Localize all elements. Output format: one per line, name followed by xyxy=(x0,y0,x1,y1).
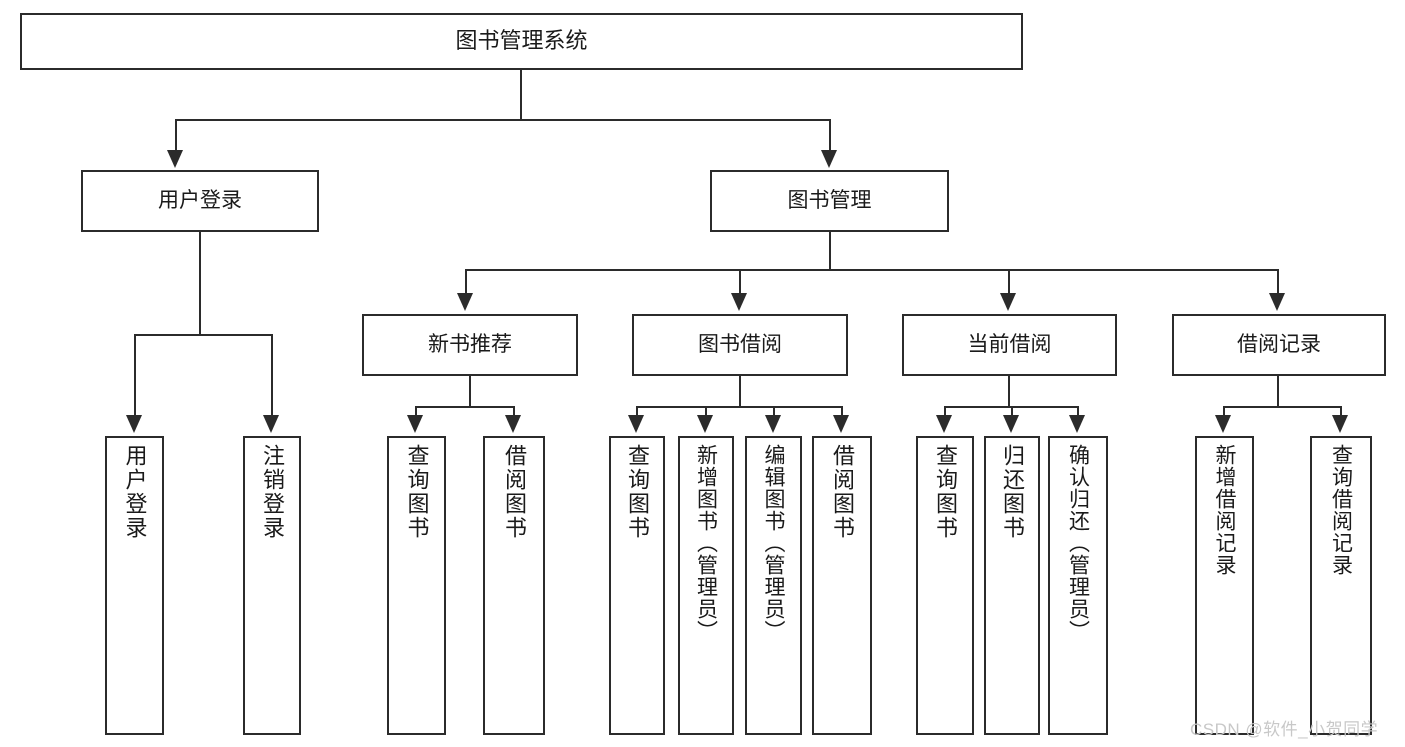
leaf-book-borrow-edit[interactable]: 编辑图书（管理员） xyxy=(745,436,802,735)
connector-user-login-stem xyxy=(199,232,201,335)
connector-drop-leaf-borrow-record-1 xyxy=(1340,406,1342,420)
node-label: 注销登录 xyxy=(260,444,285,540)
connector-drop-leaf-user-login-0 xyxy=(134,334,136,419)
node-book-management[interactable]: 图书管理 xyxy=(710,170,949,232)
leaf-user-login-logout[interactable]: 注销登录 xyxy=(243,436,301,735)
connector-drop-book-borrow xyxy=(739,269,741,297)
connector-drop-leaf-current-borrow-2 xyxy=(1077,406,1079,420)
watermark-text: CSDN @软件_小贺同学 xyxy=(1190,720,1379,739)
arrow-leaf-book-borrow-2 xyxy=(765,415,781,433)
arrow-leaf-book-borrow-3 xyxy=(833,415,849,433)
arrow-leaf-borrow-record-0 xyxy=(1215,415,1231,433)
node-current-borrow[interactable]: 当前借阅 xyxy=(902,314,1117,376)
node-label: 查询图书 xyxy=(625,444,650,540)
connector-new-book-bus xyxy=(415,406,514,408)
connector-current-borrow-stem xyxy=(1008,376,1010,408)
leaf-borrow-record-add[interactable]: 新增借阅记录 xyxy=(1195,436,1254,735)
connector-drop-leaf-borrow-record-0 xyxy=(1223,406,1225,420)
connector-drop-user-login xyxy=(175,119,177,154)
arrow-leaf-user-login-0 xyxy=(126,415,142,433)
node-label: 图书管理系统 xyxy=(455,28,588,54)
leaf-current-borrow-confirm-return[interactable]: 确认归还（管理员） xyxy=(1048,436,1108,735)
arrow-user-login xyxy=(167,150,183,168)
node-borrow-record[interactable]: 借阅记录 xyxy=(1172,314,1386,376)
leaf-user-login-login[interactable]: 用户登录 xyxy=(105,436,164,735)
connector-level3-bus xyxy=(465,269,1278,271)
connector-book-borrow-stem xyxy=(739,376,741,408)
node-label: 图书借阅 xyxy=(698,333,782,357)
node-label: 新增借阅记录 xyxy=(1213,444,1236,576)
arrow-leaf-new-book-1 xyxy=(505,415,521,433)
connector-drop-leaf-book-borrow-2 xyxy=(773,406,775,420)
leaf-current-borrow-query[interactable]: 查询图书 xyxy=(916,436,974,735)
leaf-borrow-record-query[interactable]: 查询借阅记录 xyxy=(1310,436,1372,735)
connector-drop-leaf-book-borrow-3 xyxy=(841,406,843,420)
node-label: 查询图书 xyxy=(404,444,430,540)
arrow-leaf-current-borrow-2 xyxy=(1069,415,1085,433)
connector-drop-new-book xyxy=(465,269,467,297)
node-user-login[interactable]: 用户登录 xyxy=(81,170,319,232)
arrow-new-book xyxy=(457,293,473,311)
node-label: 当前借阅 xyxy=(967,333,1052,357)
node-book-borrow[interactable]: 图书借阅 xyxy=(632,314,848,376)
connector-level2-bus xyxy=(175,119,831,121)
connector-drop-borrow-record xyxy=(1277,269,1279,297)
leaf-new-book-query[interactable]: 查询图书 xyxy=(387,436,446,735)
node-label: 借阅图书 xyxy=(830,444,855,540)
node-label: 借阅记录 xyxy=(1237,333,1321,357)
arrow-leaf-new-book-0 xyxy=(407,415,423,433)
node-root-system[interactable]: 图书管理系统 xyxy=(20,13,1023,70)
arrow-leaf-current-borrow-1 xyxy=(1003,415,1019,433)
arrow-current-borrow xyxy=(1000,293,1016,311)
node-label: 编辑图书（管理员） xyxy=(762,444,785,642)
connector-book-manage-stem xyxy=(829,232,831,271)
node-label: 查询借阅记录 xyxy=(1329,444,1353,576)
connector-drop-leaf-new-book-0 xyxy=(415,406,417,420)
node-label: 确认归还（管理员） xyxy=(1066,444,1090,642)
connector-root-stem xyxy=(520,70,522,120)
arrow-book-borrow xyxy=(731,293,747,311)
arrow-leaf-book-borrow-0 xyxy=(628,415,644,433)
leaf-new-book-borrow[interactable]: 借阅图书 xyxy=(483,436,545,735)
connector-drop-current-borrow xyxy=(1008,269,1010,297)
arrow-leaf-current-borrow-0 xyxy=(936,415,952,433)
node-label: 新书推荐 xyxy=(428,333,512,357)
connector-drop-leaf-book-borrow-1 xyxy=(705,406,707,420)
leaf-book-borrow-query[interactable]: 查询图书 xyxy=(609,436,665,735)
connector-borrow-record-bus xyxy=(1223,406,1341,408)
node-label: 新增图书（管理员） xyxy=(694,444,718,642)
node-label: 借阅图书 xyxy=(502,444,527,540)
arrow-leaf-book-borrow-1 xyxy=(697,415,713,433)
connector-new-book-stem xyxy=(469,376,471,408)
leaf-current-borrow-return[interactable]: 归还图书 xyxy=(984,436,1040,735)
leaf-book-borrow-add[interactable]: 新增图书（管理员） xyxy=(678,436,734,735)
connector-drop-leaf-current-borrow-0 xyxy=(944,406,946,420)
arrow-book-manage xyxy=(821,150,837,168)
connector-drop-leaf-new-book-1 xyxy=(513,406,515,420)
node-new-book-recommend[interactable]: 新书推荐 xyxy=(362,314,578,376)
connector-borrow-record-stem xyxy=(1277,376,1279,408)
arrow-leaf-borrow-record-1 xyxy=(1332,415,1348,433)
connector-drop-leaf-book-borrow-0 xyxy=(636,406,638,420)
connector-drop-leaf-current-borrow-1 xyxy=(1011,406,1013,420)
node-label: 图书管理 xyxy=(787,189,872,213)
connector-user-login-bus xyxy=(134,334,273,336)
connector-drop-book-manage xyxy=(829,119,831,154)
node-label: 归还图书 xyxy=(1000,444,1025,540)
node-label: 查询图书 xyxy=(933,444,958,540)
connector-drop-leaf-user-login-1 xyxy=(271,334,273,419)
leaf-book-borrow-borrow[interactable]: 借阅图书 xyxy=(812,436,872,735)
connector-book-borrow-bus xyxy=(636,406,842,408)
node-label: 用户登录 xyxy=(158,189,242,213)
arrow-borrow-record xyxy=(1269,293,1285,311)
arrow-leaf-user-login-1 xyxy=(263,415,279,433)
node-label: 用户登录 xyxy=(122,444,148,540)
